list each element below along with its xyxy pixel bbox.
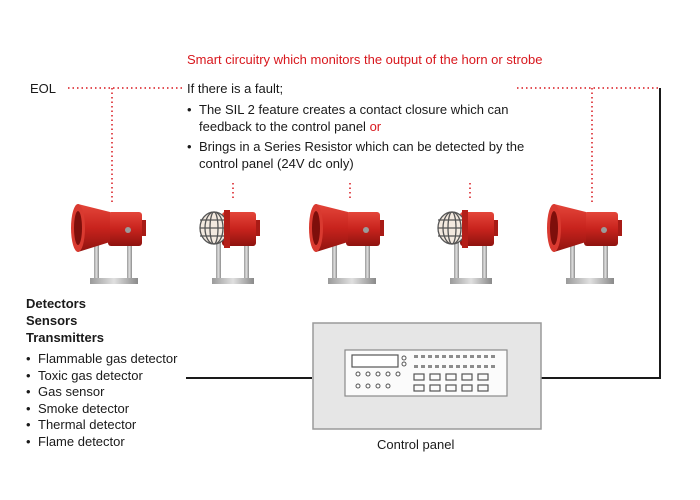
fault-bullet-series-resistor: Brings in a Series Resistor which can be… xyxy=(187,138,527,172)
list-item: Thermal detector xyxy=(26,417,177,434)
heading-transmitters: Transmitters xyxy=(26,330,105,345)
diagram-title: Smart circuitry which monitors the outpu… xyxy=(187,52,543,67)
horn-sounder-1 xyxy=(71,204,146,284)
horn-sounder-5 xyxy=(547,204,622,284)
heading-sensors: Sensors xyxy=(26,313,78,328)
input-device-list: Flammable gas detector Toxic gas detecto… xyxy=(26,351,177,450)
fault-bullets: The SIL 2 feature creates a contact clos… xyxy=(187,101,527,172)
list-item: Toxic gas detector xyxy=(26,368,177,385)
control-panel xyxy=(312,322,542,430)
horn-sounder-3 xyxy=(309,204,384,284)
fault-bullet-or: or xyxy=(369,119,382,134)
fault-intro: If there is a fault; xyxy=(187,81,284,96)
list-item: Flammable gas detector xyxy=(26,351,177,368)
list-item: Gas sensor xyxy=(26,384,177,401)
control-panel-label: Control panel xyxy=(377,437,455,452)
fault-bullet-contact-closure: The SIL 2 feature creates a contact clos… xyxy=(187,101,527,135)
beacon-strobe-4 xyxy=(437,209,499,285)
list-item: Flame detector xyxy=(26,434,177,451)
inputs-block: Detectors Sensors Transmitters Flammable… xyxy=(26,295,177,450)
fault-description: If there is a fault; The SIL 2 feature c… xyxy=(187,80,527,172)
eol-label: EOL xyxy=(30,81,57,96)
heading-detectors: Detectors xyxy=(26,296,86,311)
loop-wire-right xyxy=(541,88,661,379)
beacon-strobe-2 xyxy=(199,209,261,285)
list-item: Smoke detector xyxy=(26,401,177,418)
